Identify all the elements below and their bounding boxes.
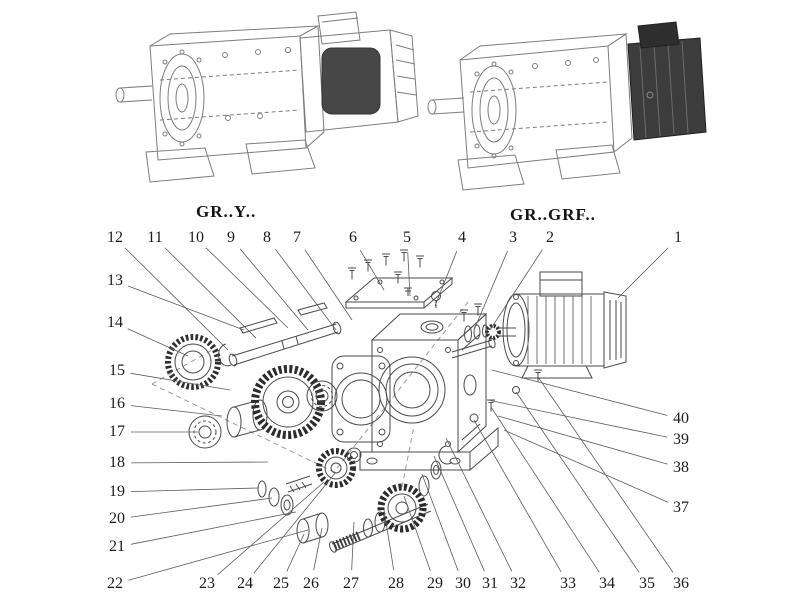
leader-line-9: [239, 248, 309, 331]
callout-number-3: 3: [509, 229, 517, 246]
callout-number-31: 31: [482, 575, 498, 592]
callout-number-8: 8: [263, 229, 271, 246]
callout-number-35: 35: [639, 575, 655, 592]
leader-lines-layer: [124, 247, 674, 581]
callout-number-39: 39: [673, 431, 689, 448]
callout-number-14: 14: [107, 314, 123, 331]
leader-line-23: [217, 481, 325, 576]
callout-number-19: 19: [109, 483, 125, 500]
leader-line-19: [130, 487, 259, 493]
intermediate-shaft-cluster: [257, 369, 542, 553]
leader-line-10: [205, 247, 289, 329]
leader-line-18: [130, 461, 269, 464]
callout-number-12: 12: [107, 229, 123, 246]
callout-number-15: 15: [109, 362, 125, 379]
figure-label-gr-grf: GR..GRF..: [510, 205, 596, 224]
callout-number-13: 13: [107, 272, 123, 289]
callout-number-20: 20: [109, 510, 125, 527]
callout-number-24: 24: [237, 575, 253, 592]
leader-line-39: [487, 399, 668, 438]
input-motor-cluster: [451, 271, 627, 379]
leader-line-16: [130, 405, 223, 417]
leader-line-33: [473, 419, 562, 573]
gearbox-housing: [359, 312, 499, 472]
leader-line-26: [313, 527, 323, 571]
callout-number-29: 29: [427, 575, 443, 592]
callout-number-9: 9: [227, 229, 235, 246]
callout-number-18: 18: [109, 454, 125, 471]
leader-line-1: [617, 247, 669, 299]
callout-number-26: 26: [303, 575, 319, 592]
callout-number-28: 28: [388, 575, 404, 592]
callout-number-5: 5: [403, 229, 411, 246]
leader-line-38: [497, 415, 668, 465]
callout-number-27: 27: [343, 575, 359, 592]
leader-line-28: [383, 509, 395, 571]
leader-line-40: [491, 369, 668, 416]
leader-line-30: [421, 473, 459, 572]
callout-number-30: 30: [455, 575, 471, 592]
callout-number-38: 38: [673, 459, 689, 476]
callout-number-6: 6: [349, 229, 357, 246]
callout-number-36: 36: [673, 575, 689, 592]
leader-line-35: [515, 391, 640, 573]
leader-line-12: [124, 247, 229, 351]
guide-lines: [151, 301, 469, 488]
leader-line-25: [286, 533, 305, 572]
leader-line-6: [359, 249, 385, 291]
callout-number-22: 22: [107, 575, 123, 592]
callout-number-25: 25: [273, 575, 289, 592]
callout-number-10: 10: [188, 229, 204, 246]
callout-number-1: 1: [674, 229, 682, 246]
callout-number-40: 40: [673, 410, 689, 427]
leader-line-21: [130, 511, 297, 545]
leader-line-2: [489, 249, 543, 331]
leader-line-14: [127, 328, 189, 357]
leader-line-37: [503, 429, 669, 503]
callout-number-2: 2: [546, 229, 554, 246]
figure-label-gr-y: GR..Y..: [196, 202, 257, 221]
leader-line-24: [253, 471, 337, 574]
leader-line-32: [445, 437, 513, 572]
callout-number-16: 16: [109, 395, 125, 412]
leader-line-34: [490, 406, 600, 573]
callout-number-4: 4: [458, 229, 466, 246]
leader-line-11: [164, 247, 257, 339]
assembled-view-gr-grf: [427, 21, 707, 191]
exploded-view: [151, 249, 627, 553]
callout-number-17: 17: [109, 423, 125, 440]
leader-line-31: [433, 455, 485, 572]
assembled-view-gr-y: [115, 11, 419, 183]
leader-line-22: [128, 529, 309, 581]
leader-line-4: [434, 250, 458, 307]
callout-number-32: 32: [510, 575, 526, 592]
leader-line-8: [275, 248, 337, 331]
top-cover-and-bolts: [344, 249, 454, 309]
callout-number-34: 34: [599, 575, 615, 592]
leader-line-5: [407, 251, 411, 297]
leader-line-3: [473, 250, 508, 331]
leader-line-13: [127, 285, 245, 331]
callout-number-23: 23: [199, 575, 215, 592]
leader-line-20: [130, 497, 273, 518]
leader-line-29: [403, 495, 431, 571]
callout-number-33: 33: [560, 575, 576, 592]
callout-number-21: 21: [109, 538, 125, 555]
callout-number-7: 7: [293, 229, 301, 246]
callout-number-11: 11: [147, 229, 163, 246]
leader-line-15: [130, 372, 231, 391]
leader-line-7: [304, 249, 353, 321]
callout-number-37: 37: [673, 499, 689, 516]
output-shaft-cluster: [165, 302, 391, 449]
leader-line-27: [351, 521, 355, 571]
